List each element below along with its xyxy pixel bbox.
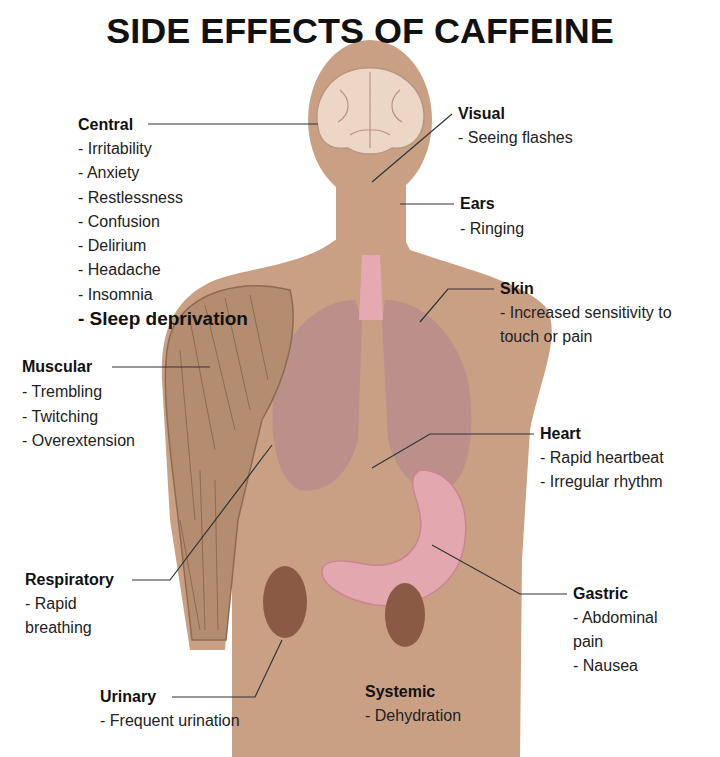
effect-item: - Dehydration	[365, 704, 461, 728]
effect-item: - Increased sensitivity to touch or pain	[500, 301, 710, 349]
kidney	[263, 566, 307, 638]
group-heading: Urinary	[100, 685, 156, 709]
kidney	[385, 583, 425, 647]
stomach	[322, 470, 466, 606]
title: SIDE EFFECTS OF CAFFEINE	[0, 8, 720, 54]
effect-item: - Twitching	[22, 405, 98, 429]
lungs	[272, 300, 471, 491]
effect-item: - Trembling	[22, 380, 102, 404]
leader-line	[112, 366, 210, 367]
effect-item: - Ringing	[460, 217, 524, 241]
effect-item: - Insomnia	[78, 283, 153, 307]
effect-item: - Irregular rhythm	[540, 470, 663, 494]
leader-line	[372, 434, 534, 468]
effect-item: - Delirium	[78, 234, 146, 258]
effect-item: - Nausea	[573, 654, 638, 678]
effect-item: - Overextension	[22, 429, 135, 453]
effect-item: - Restlessness	[78, 186, 183, 210]
brain-folds	[338, 72, 402, 148]
head	[308, 40, 432, 200]
leader-line	[432, 545, 567, 594]
leader-line	[420, 289, 494, 322]
effect-item: - Rapid breathing	[25, 592, 125, 640]
effect-item: - Irritability	[78, 137, 152, 161]
effect-item: - Seeing flashes	[458, 126, 573, 150]
leader-line	[172, 640, 282, 697]
group-heading: Heart	[540, 422, 581, 446]
effect-item-emphasis: - Sleep deprivation	[78, 307, 248, 331]
group-heading: Ears	[460, 192, 495, 216]
group-heading: Systemic	[365, 680, 435, 704]
group-heading: Muscular	[22, 355, 92, 379]
trachea	[359, 255, 383, 320]
leader-line	[400, 203, 454, 204]
effect-item: - Anxiety	[78, 161, 139, 185]
group-heading: Gastric	[573, 582, 628, 606]
leader-line	[132, 445, 272, 580]
group-heading: Skin	[500, 277, 534, 301]
effect-item: - Confusion	[78, 210, 160, 234]
leader-line	[148, 123, 318, 124]
group-heading: Respiratory	[25, 568, 114, 592]
leader-line	[372, 114, 452, 182]
muscle-fibres	[180, 295, 268, 630]
effect-item: - Headache	[78, 258, 161, 282]
group-heading: Central	[78, 113, 133, 137]
effect-item: - Frequent urination	[100, 709, 240, 733]
brain	[317, 68, 424, 154]
group-heading: Visual	[458, 102, 505, 126]
effect-item: - Rapid heartbeat	[540, 446, 664, 470]
effect-item: - Abdominal pain	[573, 606, 685, 654]
